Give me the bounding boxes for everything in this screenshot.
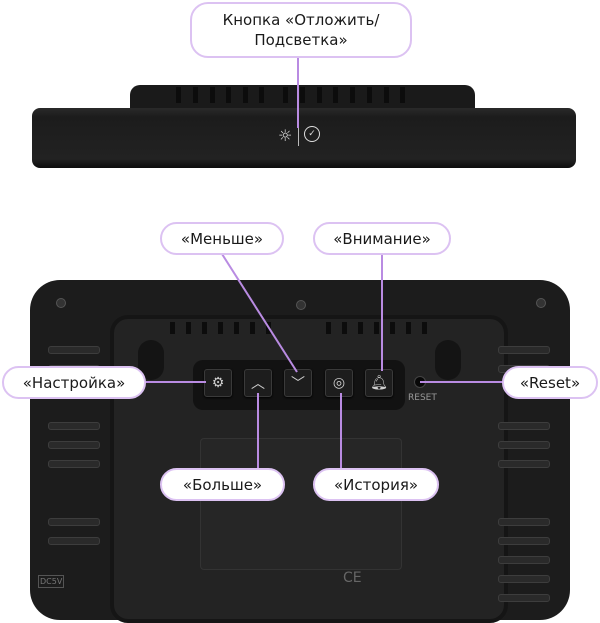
sun-icon[interactable]: ☼ [278, 126, 293, 145]
vent-slot [48, 346, 100, 354]
vent-slot [374, 322, 379, 334]
device-top-body: ☼ ✓ [32, 108, 576, 168]
screw [536, 298, 546, 308]
vent-slot [350, 87, 355, 103]
vent-slot [333, 87, 338, 103]
callout-line [297, 58, 299, 128]
chevron-up-icon: ︿ [251, 376, 265, 392]
vent-slot [226, 87, 231, 103]
vent-slot [498, 346, 550, 354]
vent-slot [326, 322, 331, 334]
device-back: DC5V CE [30, 280, 570, 623]
vent-slot [259, 87, 264, 103]
vent-slot [48, 441, 100, 449]
vent-slot [186, 322, 191, 334]
vent-slot [498, 575, 550, 583]
snooze-icon[interactable]: ✓ [304, 126, 320, 142]
vent-slot [400, 87, 405, 103]
callout-history: «История» [313, 468, 439, 501]
plus-button[interactable]: ︿ [244, 369, 272, 397]
separator [298, 126, 299, 146]
vent-slot [498, 460, 550, 468]
vent-slot [210, 87, 215, 103]
vent-slot [243, 87, 248, 103]
callout-snooze-backlight: Кнопка «Отложить/ Подсветка» [190, 2, 412, 58]
wall-mount-hole [435, 340, 461, 380]
chevron-down-icon: ﹀ [291, 376, 305, 392]
vent-slot [48, 537, 100, 545]
settings-button[interactable]: ⚙ [204, 369, 232, 397]
screw [56, 298, 66, 308]
bell-icon: 🔔︎ [370, 375, 388, 391]
callout-settings: «Настройка» [2, 366, 146, 399]
vent-slot [498, 518, 550, 526]
vent-slot [317, 87, 322, 103]
vent-slot [202, 322, 207, 334]
callout-reset: «Reset» [502, 366, 598, 399]
vent-slot [48, 518, 100, 526]
vent-slot [342, 322, 347, 334]
vent-slot [390, 322, 395, 334]
vent-slot [48, 422, 100, 430]
callout-line-minus [221, 253, 298, 373]
vent-slot [234, 322, 239, 334]
vent-slot [422, 322, 427, 334]
dc-label: DC5V [38, 575, 65, 588]
vent-slot [170, 322, 175, 334]
vent-slot [367, 87, 372, 103]
vent-slot [218, 322, 223, 334]
vent-slot [283, 87, 288, 103]
callout-lines [146, 253, 502, 468]
callout-minus: «Меньше» [160, 222, 284, 255]
history-ring-icon: ◎ [332, 375, 346, 391]
gear-icon: ⚙ [211, 375, 225, 391]
callout-text: Кнопка «Отложить/ [222, 11, 380, 29]
vent-slot [498, 422, 550, 430]
vent-slot [176, 87, 181, 103]
callout-plus: «Больше» [160, 468, 285, 501]
vent-slot [498, 441, 550, 449]
vent-slot [250, 322, 255, 334]
vent-slot [498, 537, 550, 545]
ce-mark: CE [343, 570, 362, 586]
vent-slot [384, 87, 389, 103]
alert-button[interactable]: 🔔︎ [365, 369, 393, 397]
vent-slot [498, 556, 550, 564]
callout-alert: «Внимание» [313, 222, 451, 255]
callout-text: Подсветка» [254, 31, 348, 49]
vent-slot [358, 322, 363, 334]
screw [296, 300, 306, 310]
reset-label: RESET [408, 393, 437, 403]
vent-slot [406, 322, 411, 334]
vent-slot [193, 87, 198, 103]
battery-cover [200, 438, 402, 570]
history-button[interactable]: ◎ [325, 369, 353, 397]
minus-button[interactable]: ﹀ [284, 369, 312, 397]
vent-slot [300, 87, 305, 103]
vent-slot [48, 460, 100, 468]
